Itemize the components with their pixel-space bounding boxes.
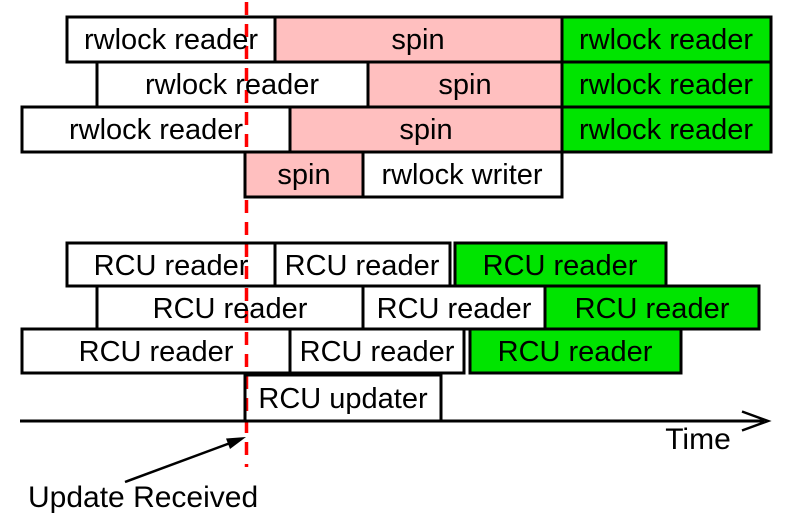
rcu-row3-reader3-label: RCU reader [498,336,653,368]
rcu-updater-label: RCU updater [258,383,428,415]
rwlock-row3-spin-label: spin [399,114,452,146]
rwlock-row2-reader-resume-box [560,60,773,109]
rcu-row3-reader2-box [288,327,466,375]
rcu-row2-reader1-label: RCU reader [153,293,308,325]
update-received-label: Update Received [28,481,258,514]
rwlock-row4-writer-box [361,150,564,199]
rwlock-row4-writer-label: rwlock writer [381,159,542,191]
rwlock-row1-reader-resume-label: rwlock reader [579,24,753,56]
rwlock-row2-spin-label: spin [438,69,491,101]
time-axis-arrowhead-icon [741,410,772,432]
rcu-row3-reader1-label: RCU reader [79,336,234,368]
rwlock-row2-spin-box [366,60,564,109]
rcu-row2-reader2-label: RCU reader [377,293,532,325]
update-received-arrow [124,440,234,484]
update-received-arrowhead-icon [226,437,246,449]
rcu-row3-reader2-label: RCU reader [300,336,455,368]
rwlock-row1-reader-resume-box [560,15,773,64]
rcu-row2-reader3-label: RCU reader [575,293,730,325]
rwlock-row1-spin-label: spin [391,24,444,56]
rwlock-row3-reader-resume-box [560,105,773,154]
rcu-row1-reader3-box [453,241,668,288]
rwlock-row3-reader-resume-label: rwlock reader [579,114,753,146]
rcu-row1-reader1-label: RCU reader [94,250,249,282]
rcu-row3-reader3-box [468,327,683,375]
rwlock-row4-spin-label: spin [277,159,330,191]
rwlock-row3-reader-label: rwlock reader [69,114,243,146]
rcu-row1-reader3-label: RCU reader [483,250,638,282]
rcu-row1-reader2-label: RCU reader [285,250,440,282]
rwlock-row1-reader-label: rwlock reader [84,24,258,56]
rwlock-row2-reader-resume-label: rwlock reader [579,69,753,101]
time-axis-label: Time [665,423,731,456]
rwlock-row4-spin-box [243,150,365,199]
rcu-row2-reader3-box [543,284,761,331]
rwlock-row2-reader-label: rwlock reader [145,69,319,101]
